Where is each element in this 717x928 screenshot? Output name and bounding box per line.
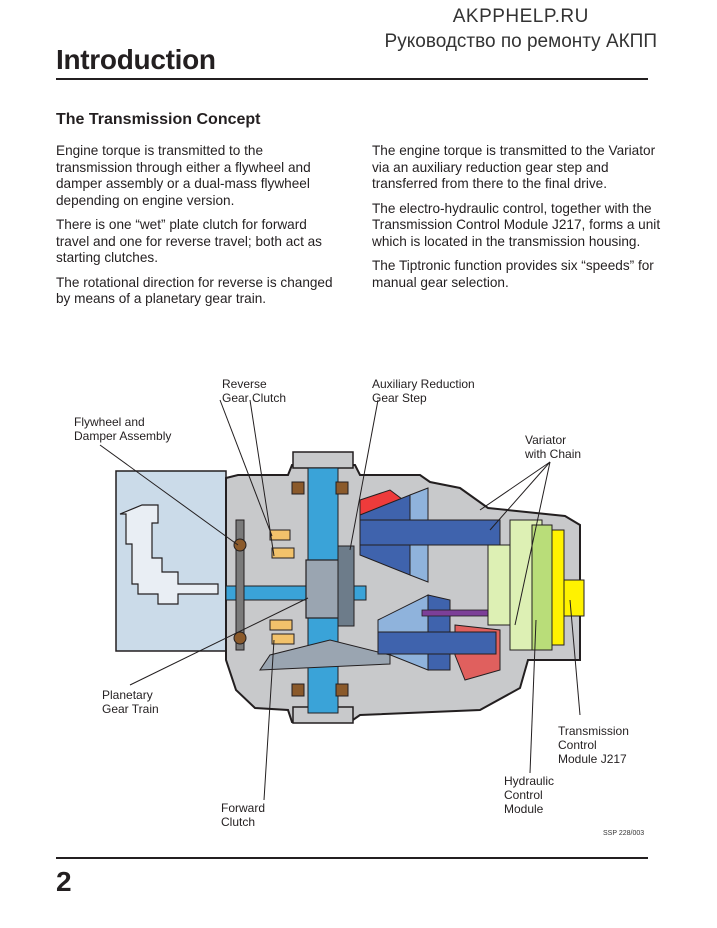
paragraph: Engine torque is transmitted to the tran…	[56, 143, 311, 208]
label-planetary-gear-train: Planetary Gear Train	[102, 688, 159, 716]
tcm-connector	[563, 579, 585, 617]
reverse-clutch-plates	[271, 547, 295, 559]
reverse-clutch-plates	[269, 529, 291, 541]
aux-reduction-gear	[337, 545, 355, 627]
left-column: Engine torque is transmitted to the tran…	[56, 143, 338, 316]
flywheel-disc	[235, 519, 245, 651]
page-title: Introduction	[56, 44, 216, 75]
forward-clutch-plates	[269, 619, 293, 631]
damper-spring	[233, 631, 247, 645]
leader-lines	[99, 399, 581, 801]
paragraph: There is one “wet” plate clutch for forw…	[56, 217, 322, 265]
watermark: AKPPHELP.RU Руководство по ремонту АКПП	[385, 4, 657, 54]
label-variator-with-chain: Variator with Chain	[525, 433, 582, 461]
paragraph: The electro-hydraulic control, together …	[372, 200, 661, 249]
footer-rule	[56, 857, 648, 859]
page-number: 2	[56, 866, 72, 897]
label-auxiliary-reduction-gear-step: Auxiliary Reduction Gear Step	[372, 377, 475, 405]
watermark-subtitle: Руководство по ремонту АКПП	[384, 31, 657, 52]
header-rule	[56, 78, 648, 80]
tcm-board	[551, 529, 565, 646]
label-transmission-control-module: Transmission Control Module J217	[558, 724, 629, 766]
damper-spring	[233, 538, 247, 552]
paragraph: The rotational direction for reverse is …	[56, 274, 333, 307]
top-cap	[292, 451, 354, 469]
right-column: The engine torque is transmitted to the …	[372, 143, 662, 299]
transmission-cutaway-illustration	[99, 399, 585, 801]
bearing	[291, 683, 305, 697]
paragraph: The engine torque is transmitted to the …	[372, 143, 656, 191]
transmission-diagram: Reverse Gear Clutch Auxiliary Reduction …	[60, 370, 660, 830]
secondary-shaft	[377, 631, 497, 655]
tcm-board	[531, 524, 553, 651]
bearing	[291, 481, 305, 495]
label-hydraulic-control-module: Hydraulic Control Module	[504, 774, 555, 816]
watermark-site: AKPPHELP.RU	[452, 6, 589, 27]
figure-code: SSP 228/003	[603, 830, 645, 837]
forward-clutch-plates	[271, 633, 295, 645]
bearing	[335, 481, 349, 495]
label-reverse-gear-clutch: Reverse Gear Clutch	[222, 377, 287, 405]
crankshaft	[119, 504, 219, 605]
bearing	[335, 683, 349, 697]
paragraph: The Tiptronic function provides six “spe…	[372, 258, 654, 290]
label-forward-clutch: Forward Clutch	[221, 801, 266, 829]
label-flywheel-damper: Flywheel and Damper Assembly	[74, 415, 172, 443]
differential-gear	[259, 639, 391, 671]
section-heading: The Transmission Concept	[56, 111, 261, 128]
primary-shaft	[359, 519, 501, 546]
